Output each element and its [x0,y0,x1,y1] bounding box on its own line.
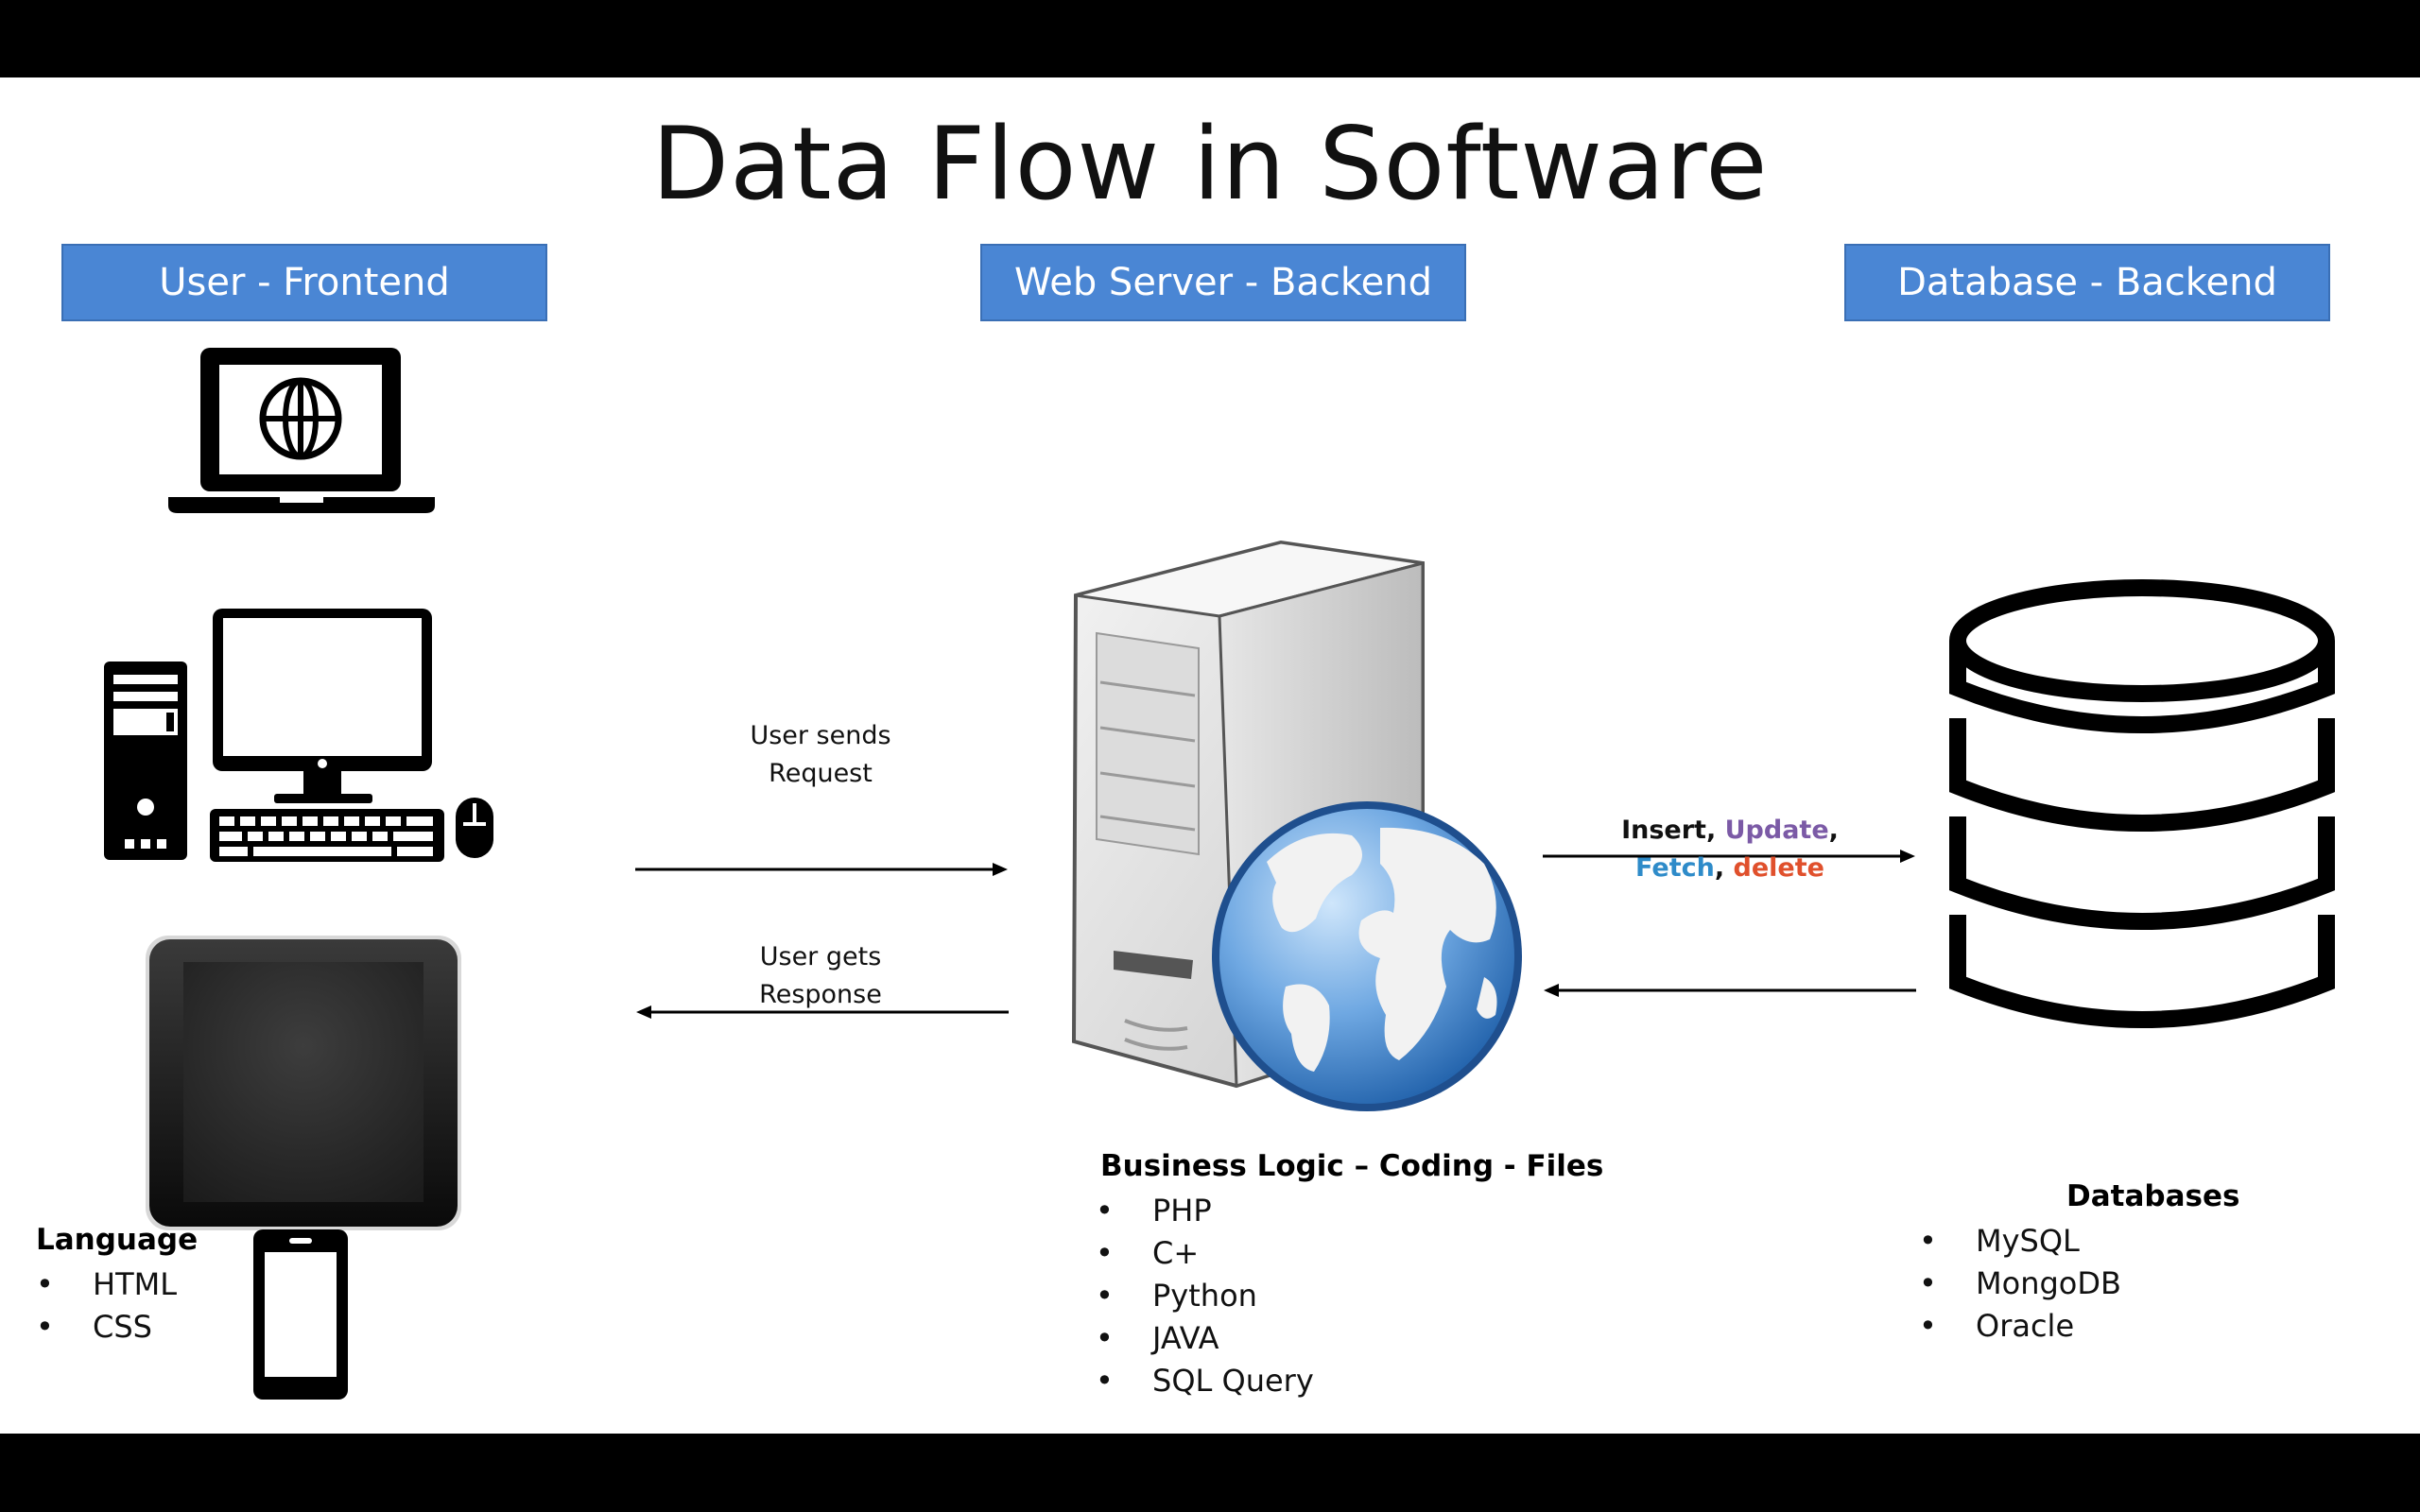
server-globe-icon [1071,540,1522,1111]
op-insert: Insert [1621,816,1706,845]
header-frontend: User - Frontend [61,244,547,321]
request-caption: User sends Request [707,717,934,793]
business-logic-list: PHP C+ Python JAVA SQL Query [1096,1190,1314,1402]
business-logic-title: Business Logic – Coding - Files [1100,1149,1604,1183]
op-update: Update [1724,816,1829,845]
business-logic-item: PHP [1096,1190,1314,1232]
op-fetch: Fetch [1635,853,1715,883]
business-logic-item: JAVA [1096,1317,1314,1360]
desktop-computer-icon [104,609,493,862]
response-caption: User gets Response [707,938,934,1014]
db-operations: Insert, Update, Fetch, delete [1579,812,1881,887]
db-operations-line1: Insert, Update, [1621,816,1839,845]
tablet-icon [146,936,461,1230]
db-request-arrow [1543,850,1915,863]
language-item: HTML [36,1263,177,1306]
response-caption-line1: User gets [759,942,882,971]
response-arrow [636,1005,1009,1019]
db-operations-line2: Fetch, delete [1635,853,1824,883]
language-item: CSS [36,1306,177,1349]
business-logic-item: SQL Query [1096,1360,1314,1402]
database-item: MongoDB [1919,1263,2121,1305]
request-caption-line2: Request [769,759,873,788]
databases-title: Databases [2066,1179,2240,1213]
laptop-globe-icon [168,348,435,513]
db-response-arrow [1544,984,1916,997]
request-caption-line1: User sends [750,721,891,750]
request-arrow [635,863,1008,876]
header-database: Database - Backend [1844,244,2330,321]
database-icon [1949,579,2335,1028]
smartphone-icon [253,1229,348,1400]
header-webserver: Web Server - Backend [980,244,1466,321]
language-list: HTML CSS [36,1263,177,1349]
business-logic-item: Python [1096,1275,1314,1317]
slide: Data Flow in Software User - Frontend We… [0,77,2420,1434]
databases-list: MySQL MongoDB Oracle [1919,1220,2121,1348]
page-title: Data Flow in Software [651,106,1769,222]
op-delete: delete [1733,853,1824,883]
database-item: Oracle [1919,1305,2121,1348]
business-logic-item: C+ [1096,1232,1314,1275]
database-item: MySQL [1919,1220,2121,1263]
response-caption-line2: Response [759,980,882,1009]
language-title: Language [36,1223,199,1257]
